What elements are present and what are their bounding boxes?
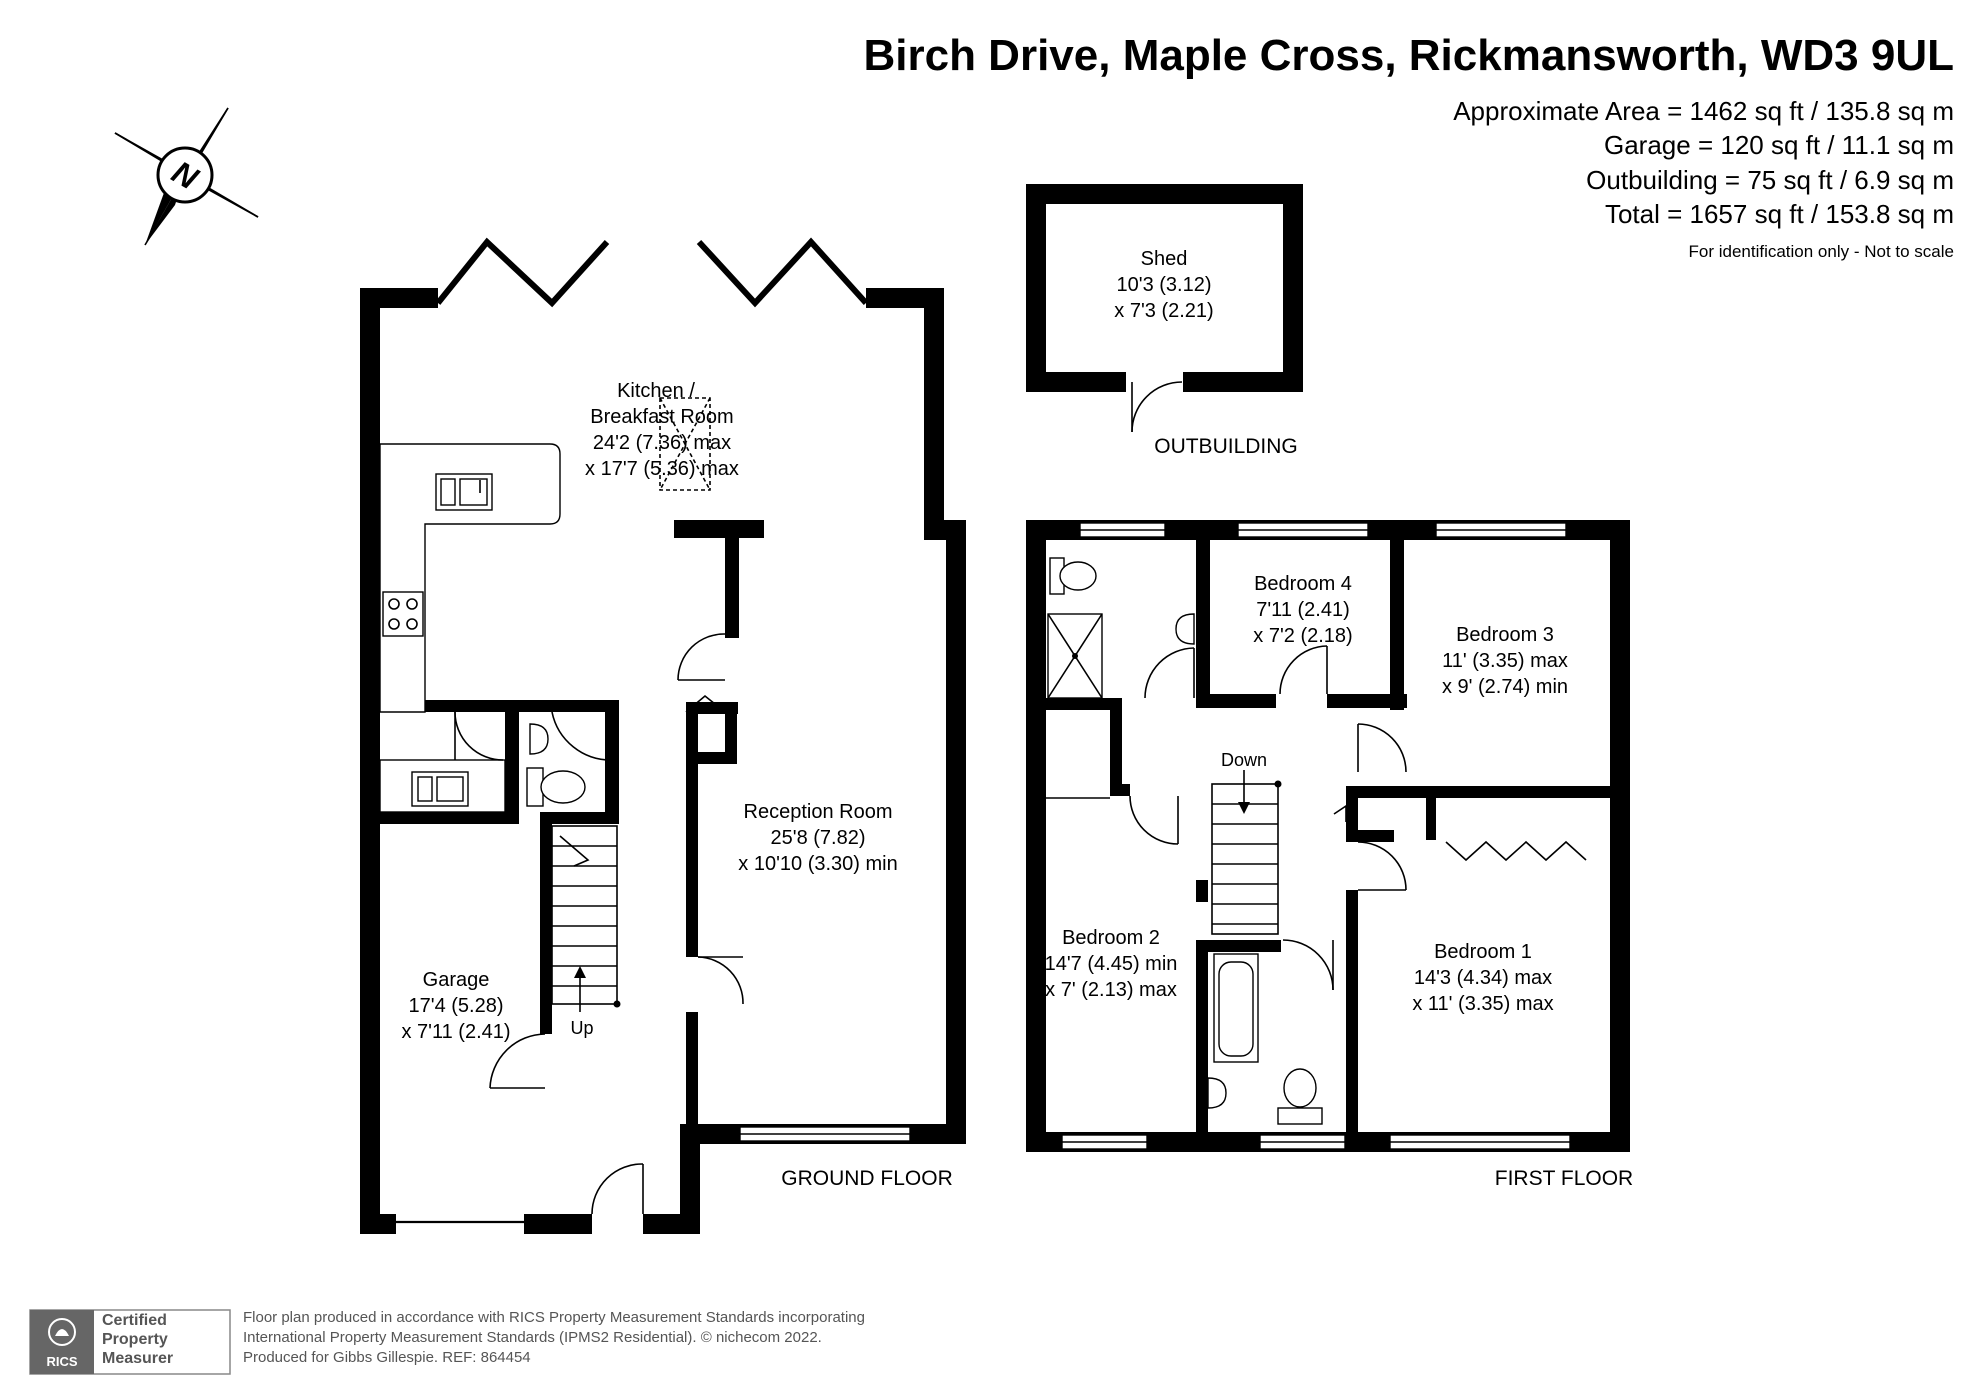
room-dimension: x 7'3 (2.21) — [1114, 300, 1213, 322]
outbuilding-label: OUTBUILDING — [1154, 435, 1298, 458]
footer-line-1: Floor plan produced in accordance with R… — [243, 1309, 865, 1326]
room-label-bedroom2: Bedroom 2 14'7 (4.45) min x 7' (2.13) ma… — [1045, 927, 1178, 1001]
wc-toilet-icon — [526, 767, 586, 807]
footer-notes: Floor plan produced in accordance with R… — [243, 1309, 865, 1366]
outbuilding-plan: Shed 10'3 (3.12) x 7'3 (2.21) OUTBUILDIN… — [1026, 184, 1303, 458]
room-name: Bedroom 4 — [1254, 573, 1352, 595]
ground-staircase — [551, 825, 621, 1012]
badge-line-1: Certified — [102, 1312, 167, 1329]
room-dimension: 7'11 (2.41) — [1256, 599, 1350, 621]
room-dimension: 14'7 (4.45) min — [1045, 953, 1178, 975]
utility-sink-icon — [411, 771, 469, 807]
ground-floor-label: GROUND FLOOR — [781, 1167, 953, 1190]
first-floor-label: FIRST FLOOR — [1495, 1167, 1633, 1190]
room-name: Bedroom 3 — [1456, 624, 1554, 646]
property-address-title: Birch Drive, Maple Cross, Rickmansworth,… — [863, 31, 1954, 80]
room-name: Bedroom 2 — [1062, 927, 1160, 949]
area-summary: Approximate Area = 1462 sq ft / 135.8 sq… — [1453, 96, 1954, 229]
bathroom-basin-icon — [1207, 1077, 1227, 1109]
badge-line-2: Property — [102, 1331, 168, 1348]
room-label-kitchen: Kitchen / Breakfast Room 24'2 (7.36) max… — [585, 380, 739, 480]
room-dimension: x 10'10 (3.30) min — [738, 853, 897, 875]
ensuite-toilet-icon — [1049, 557, 1097, 595]
ground-floor-plan: Up Kitchen / Breakfast Room 24'2 (7.36) … — [360, 237, 966, 1234]
area-approximate: Approximate Area = 1462 sq ft / 135.8 sq… — [1453, 96, 1954, 126]
room-label-reception: Reception Room 25'8 (7.82) x 10'10 (3.30… — [738, 801, 897, 875]
area-garage: Garage = 120 sq ft / 11.1 sq m — [1604, 130, 1954, 160]
rics-badge: RICS Certified Property Measurer — [29, 1309, 231, 1375]
room-name: Shed — [1141, 248, 1188, 270]
footer-line-3: Produced for Gibbs Gillespie. REF: 86445… — [243, 1349, 531, 1366]
room-dimension: x 11' (3.35) max — [1412, 993, 1553, 1015]
area-total: Total = 1657 sq ft / 153.8 sq m — [1605, 199, 1954, 229]
room-dimension: x 17'7 (5.36) max — [585, 458, 739, 480]
area-outbuilding: Outbuilding = 75 sq ft / 6.9 sq m — [1586, 165, 1954, 195]
room-dimension: x 7'11 (2.41) — [401, 1021, 510, 1043]
room-label-garage: Garage 17'4 (5.28) x 7'11 (2.41) — [401, 969, 510, 1043]
room-label-shed: Shed 10'3 (3.12) x 7'3 (2.21) — [1114, 248, 1213, 322]
wc-basin-icon — [529, 723, 549, 755]
bathroom-toilet-icon — [1277, 1068, 1323, 1125]
room-dimension: 25'8 (7.82) — [771, 827, 866, 849]
skylight-icon — [659, 397, 711, 491]
compass-icon: N — [114, 107, 259, 246]
room-label-bedroom1: Bedroom 1 14'3 (4.34) max x 11' (3.35) m… — [1412, 941, 1553, 1015]
room-dimension: 14'3 (4.34) max — [1414, 967, 1552, 989]
scale-disclaimer: For identification only - Not to scale — [1688, 242, 1954, 261]
badge-line-3: Measurer — [102, 1350, 173, 1367]
footer-line-2: International Property Measurement Stand… — [243, 1329, 822, 1346]
room-dimension: 11' (3.35) max — [1442, 650, 1568, 672]
first-floor-plan: Down Bedroom 4 7'11 (2.41) x 7'2 (2.18) … — [1026, 520, 1633, 1190]
room-dimension: 24'2 (7.36) max — [593, 432, 731, 454]
room-name: Reception Room — [744, 801, 893, 823]
ensuite-basin-icon — [1175, 613, 1195, 645]
kitchen-sink-icon — [435, 473, 493, 511]
room-name: Garage — [423, 969, 490, 991]
room-dimension: x 9' (2.74) min — [1442, 676, 1568, 698]
room-label-bedroom4: Bedroom 4 7'11 (2.41) x 7'2 (2.18) — [1253, 573, 1352, 647]
stairs-up-label: Up — [570, 1018, 593, 1038]
stairs-down-label: Down — [1221, 750, 1267, 770]
room-dimension: 10'3 (3.12) — [1117, 274, 1212, 296]
room-name-cont: Breakfast Room — [590, 406, 733, 428]
room-dimension: x 7' (2.13) max — [1045, 979, 1177, 1001]
room-name: Kitchen / — [617, 380, 695, 402]
rics-brand: RICS — [46, 1354, 77, 1369]
room-name: Bedroom 1 — [1434, 941, 1532, 963]
room-dimension: 17'4 (5.28) — [409, 995, 504, 1017]
room-label-bedroom3: Bedroom 3 11' (3.35) max x 9' (2.74) min — [1442, 624, 1568, 698]
first-staircase — [1211, 770, 1282, 935]
bath-icon — [1213, 953, 1259, 1063]
shower-tray-icon — [1047, 613, 1103, 699]
room-dimension: x 7'2 (2.18) — [1253, 625, 1352, 647]
hob-icon — [382, 591, 424, 637]
rics-lion-icon — [48, 1318, 76, 1346]
